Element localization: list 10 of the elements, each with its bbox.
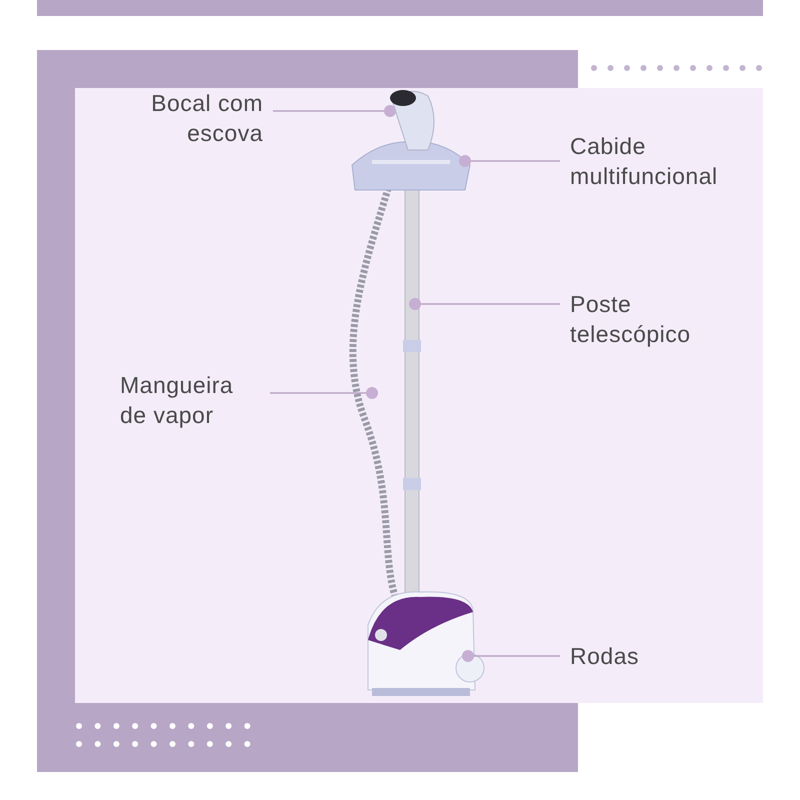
callout-label: Bocal com escova (130, 88, 263, 148)
leader-line (474, 655, 560, 657)
leader-line (273, 110, 384, 112)
leader-line (471, 160, 560, 162)
leader-line (270, 392, 366, 394)
leader-line (421, 303, 560, 305)
callout-label: Cabide multifuncional (570, 131, 760, 191)
callout-label: Mangueira de vapor (120, 370, 260, 430)
callout-label: Rodas (570, 641, 690, 671)
callout-label: Poste telescópico (570, 289, 730, 349)
